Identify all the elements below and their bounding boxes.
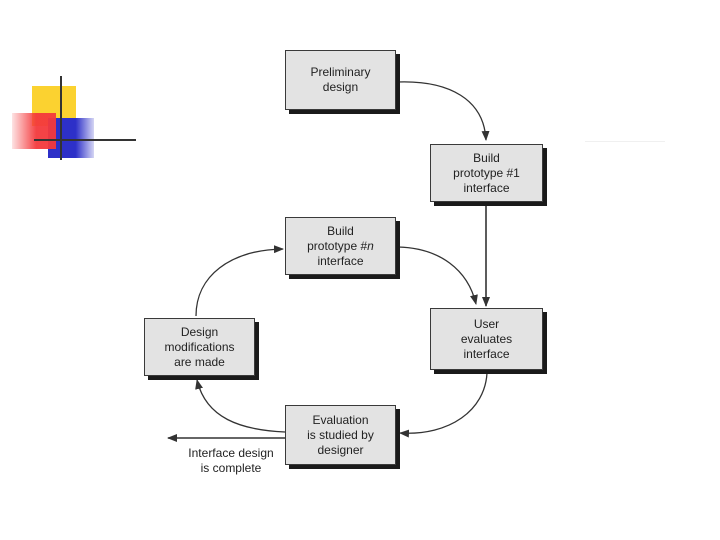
arrow-prototypen-to-user bbox=[397, 246, 478, 305]
node-build-prototype-n-label: Build prototype #n interface bbox=[307, 224, 374, 269]
arrow-preliminary-to-prototype1 bbox=[396, 81, 490, 141]
node-user-evaluates-label: User evaluates interface bbox=[460, 316, 513, 361]
node-evaluation-studied: Evaluation is studied by designer bbox=[285, 405, 396, 465]
node-evaluation-studied-label: Evaluation is studied by designer bbox=[307, 412, 374, 457]
arrow-modifications-to-prototypen bbox=[195, 245, 284, 317]
node-build-prototype-n: Build prototype #n interface bbox=[285, 217, 396, 275]
node-user-evaluates: User evaluates interface bbox=[430, 308, 543, 370]
node-design-modifications: Design modifications are made bbox=[144, 318, 255, 376]
deco-red-square bbox=[12, 113, 56, 149]
node-build-prototype-n-variable: n bbox=[367, 238, 374, 253]
node-build-prototype-1: Build prototype #1 interface bbox=[430, 144, 543, 202]
node-preliminary-design: Preliminary design bbox=[285, 50, 396, 110]
exit-label: Interface design is complete bbox=[188, 446, 274, 475]
deco-horizontal-line bbox=[34, 139, 136, 141]
node-build-prototype-n-prefix: Build prototype # bbox=[307, 223, 368, 253]
arrow-user-to-evaluation bbox=[399, 372, 488, 438]
node-build-prototype-1-label: Build prototype #1 interface bbox=[453, 150, 520, 195]
node-build-prototype-n-suffix: interface bbox=[317, 253, 364, 268]
deco-vertical-line bbox=[60, 76, 62, 160]
node-preliminary-design-label: Preliminary design bbox=[310, 65, 371, 94]
deco-faint-line bbox=[585, 141, 665, 142]
node-design-modifications-label: Design modifications are made bbox=[164, 324, 235, 369]
arrow-evaluation-to-modifications bbox=[195, 379, 286, 433]
